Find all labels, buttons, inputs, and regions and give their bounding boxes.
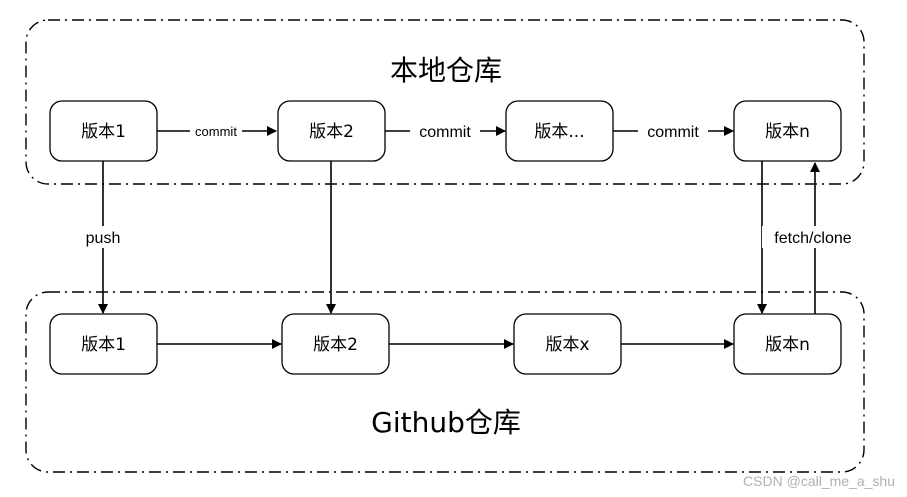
node-remote-vn: 版本n <box>733 313 842 375</box>
github-repo-region <box>25 291 865 473</box>
node-label: 版本1 <box>81 335 126 355</box>
node-local-v1: 版本1 <box>49 100 158 162</box>
node-label: 版本x <box>545 335 589 355</box>
node-local-vdots: 版本... <box>505 100 614 162</box>
edge-label-fetch-clone: fetch/clone <box>774 230 851 247</box>
edge-push-v1: push <box>78 161 128 314</box>
node-label: 版本... <box>534 122 584 142</box>
edge-commit-3: commit <box>613 121 734 141</box>
node-remote-v2: 版本2 <box>281 313 390 375</box>
edge-commit-1: commit <box>157 123 277 139</box>
node-label: 版本2 <box>309 122 354 142</box>
github-repo-title: Github仓库 <box>371 406 521 439</box>
node-label: 版本1 <box>81 122 126 142</box>
edge-commit-2: commit <box>385 121 506 141</box>
edge-label-commit-1: commit <box>195 124 237 139</box>
edge-label-push: push <box>86 230 121 247</box>
node-local-v2: 版本2 <box>277 100 386 162</box>
node-label: 版本2 <box>313 335 358 355</box>
watermark: CSDN @call_me_a_shu <box>743 473 895 489</box>
node-label: 版本n <box>765 335 810 355</box>
local-repo-region <box>25 19 865 185</box>
local-repo-title: 本地仓库 <box>390 54 502 87</box>
node-label: 版本n <box>765 122 810 142</box>
edge-fetch-clone: fetch/clone <box>762 162 864 315</box>
edge-label-commit-2: commit <box>419 124 471 141</box>
edge-label-commit-3: commit <box>647 124 699 141</box>
node-local-vn: 版本n <box>733 100 842 162</box>
node-remote-v1: 版本1 <box>49 313 158 375</box>
node-remote-vx: 版本x <box>513 313 622 375</box>
